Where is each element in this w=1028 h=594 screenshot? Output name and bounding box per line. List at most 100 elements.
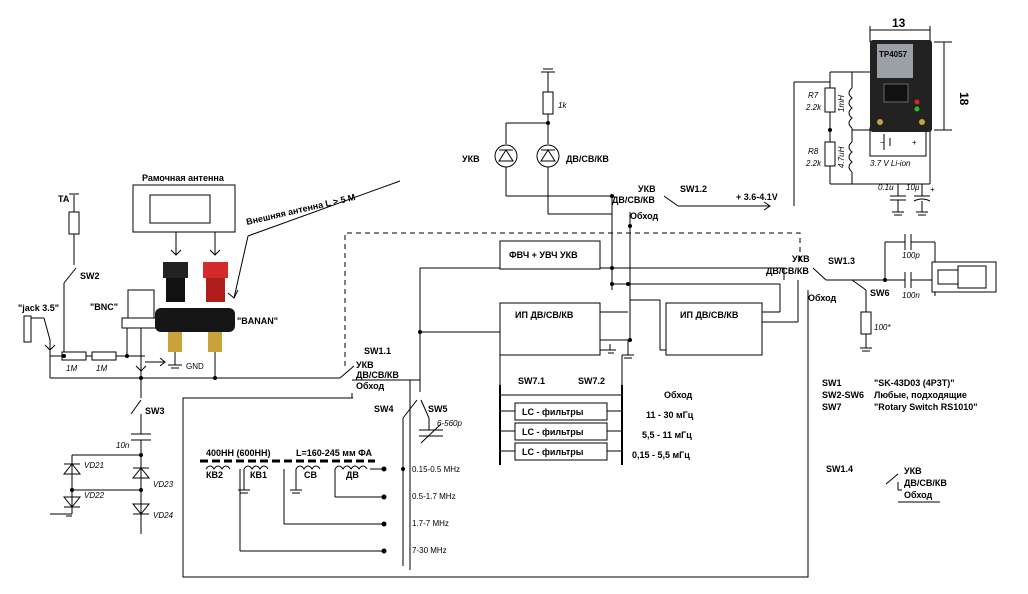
label-block-ip2: ИП ДВ/СВ/КВ (680, 310, 739, 320)
label-sw1-1-ukv: УКВ (356, 360, 374, 370)
resistor-1k (542, 91, 554, 115)
label-block-ip1: ИП ДВ/СВ/КВ (515, 310, 574, 320)
label-lc-1: LC - фильтры (522, 407, 584, 417)
label-r2: 1M (96, 364, 107, 373)
label-l1: 1mH (837, 95, 846, 112)
label-sw1-2-obhod: Обход (630, 211, 658, 221)
block-ip-1 (499, 302, 601, 356)
label-lc-3: LC - фильтры (522, 447, 584, 457)
label-band-1: 11 - 30 мГц (646, 410, 694, 420)
banana-terminal-black (163, 262, 188, 278)
label-jack: "jack 3.5" (18, 303, 59, 313)
label-sw1-4-ukv: УКВ (904, 466, 922, 476)
label-sw1-4: SW1.4 (826, 464, 853, 474)
label-cvar: 6-560p (437, 419, 462, 428)
banana-terminal-red (203, 262, 228, 278)
label-sw1-1: SW1.1 (364, 346, 391, 356)
label-supply: + 3.6-4.1V (736, 192, 778, 202)
label-led-dv: ДВ/СВ/КВ (566, 154, 609, 164)
label-block-fvch: ФВЧ + УВЧ УКВ (509, 250, 578, 260)
legend-key-sw7: SW7 (822, 402, 842, 412)
label-c100p: 100p (902, 251, 920, 260)
label-kv1: КВ1 (250, 470, 267, 480)
battery (869, 127, 927, 157)
label-ext-antenna: Внешняя антенна L > 5 M (245, 192, 356, 227)
label-sw1-4-obhod: Обход (904, 490, 932, 500)
label-band-f3: 1.7-7 MHz (412, 519, 449, 528)
label-sw5: SW5 (428, 404, 448, 414)
resistor-1m-b (91, 351, 117, 361)
label-c100n: 100n (902, 291, 920, 300)
label-vd22: VD22 (84, 491, 105, 500)
label-sw1-2-dv: ДВ/СВ/КВ (612, 195, 655, 205)
legend-key-sw2-6: SW2-SW6 (822, 390, 864, 400)
label-bnc: "BNC" (90, 302, 118, 312)
label-sw1-1-obhod: Обход (356, 381, 384, 391)
antenna-ta (68, 211, 80, 235)
led-dv (536, 144, 560, 168)
label-sv: СВ (304, 470, 317, 480)
label-frame-antenna: Рамочная антенна (142, 173, 225, 183)
cap-plus: + (930, 185, 935, 194)
label-sw2: SW2 (80, 271, 100, 281)
jack-connector (23, 315, 32, 343)
label-lc-2: LC - фильтры (522, 427, 584, 437)
label-r100: 100* (874, 323, 891, 332)
label-r7: R7 (808, 91, 819, 100)
resistor-r7 (824, 87, 836, 113)
battery-plus: + (912, 138, 917, 147)
label-sw7-1: SW7.1 (518, 376, 545, 386)
label-dim-13: 13 (892, 16, 906, 30)
label-ferrite: 400НН (600НН) (206, 448, 271, 458)
label-ta: TA (58, 194, 70, 204)
label-sw1-3-obhod: Обход (808, 293, 836, 303)
label-r8-value: 2.2k (805, 159, 822, 168)
label-vd23: VD23 (153, 480, 174, 489)
label-sw7-2: SW7.2 (578, 376, 605, 386)
led-ukv (494, 144, 518, 168)
label-dv: ДВ (346, 470, 359, 480)
legend-value-sw7: "Rotary Switch RS1010" (874, 402, 978, 412)
label-band-3: 0,15 - 5,5 мГц (632, 450, 690, 460)
label-sw6: SW6 (870, 288, 890, 298)
label-c01: 0.1u (878, 183, 894, 192)
resistor-100 (860, 311, 872, 335)
label-sw1-2-ukv: УКВ (638, 184, 656, 194)
label-sw7-obhod: Обход (664, 390, 692, 400)
label-r8: R8 (808, 147, 819, 156)
label-c10u: 10µ (906, 183, 920, 192)
legend-key-sw1: SW1 (822, 378, 842, 388)
label-band-f4: 7-30 MHz (412, 546, 447, 555)
label-c10n: 10n (116, 441, 130, 450)
label-gnd: GND (186, 362, 204, 371)
label-dim-18: 18 (957, 92, 971, 106)
label-sw1-3-dv: ДВ/СВ/КВ (766, 266, 809, 276)
label-band-f1: 0.15-0.5 MHz (412, 465, 460, 474)
resistor-r8 (824, 141, 836, 167)
battery-minus: − (880, 138, 885, 147)
label-kv2: КВ2 (206, 470, 223, 480)
label-sw1-4-dv: ДВ/СВ/КВ (904, 478, 947, 488)
label-sw1-1-dv: ДВ/СВ/КВ (356, 370, 399, 380)
label-r7-value: 2.2k (805, 103, 822, 112)
block-ip-2 (665, 302, 763, 356)
label-band-2: 5,5 - 11 мГц (642, 430, 692, 440)
legend-value-sw1: "SK-43D03 (4P3T)" (874, 378, 955, 388)
label-led-ukv: УКВ (462, 154, 480, 164)
legend-value-sw2-6: Любые, подходящие (874, 390, 967, 400)
label-battery: 3.7 V Li-ion (870, 159, 911, 168)
label-vd24: VD24 (153, 511, 174, 520)
label-sw4: SW4 (374, 404, 394, 414)
block-fvch-uvch (499, 240, 601, 270)
label-ferrite-length: L=160-245 мм ФА (296, 448, 373, 458)
label-r1k: 1k (558, 101, 567, 110)
label-sw1-3: SW1.3 (828, 256, 855, 266)
label-sw1-3-ukv: УКВ (792, 254, 810, 264)
label-vd21: VD21 (84, 461, 104, 470)
label-sw1-2: SW1.2 (680, 184, 707, 194)
label-sw3: SW3 (145, 406, 165, 416)
label-band-f2: 0.5-1.7 MHz (412, 492, 456, 501)
bnc-connector (127, 289, 155, 319)
label-r1: 1M (66, 364, 77, 373)
